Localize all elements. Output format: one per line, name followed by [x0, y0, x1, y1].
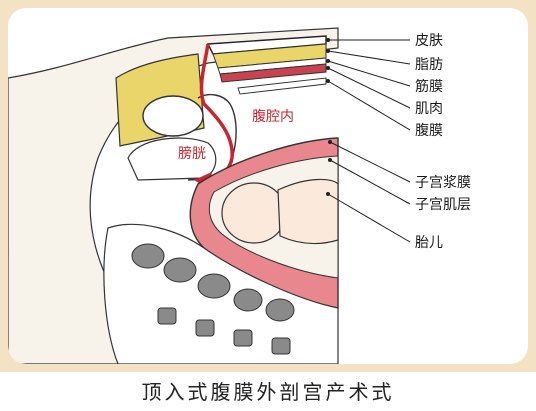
- label-skin: 皮肤: [415, 33, 443, 49]
- diagram-panel: 皮肤 脂肪 筋膜 肌肉 腹膜 子宫浆膜 子宫肌层 胎儿 腹腔内 膀胱: [8, 8, 528, 364]
- diagram-frame: 皮肤 脂肪 筋膜 肌肉 腹膜 子宫浆膜 子宫肌层 胎儿 腹腔内 膀胱: [0, 0, 536, 372]
- label-muscle: 肌肉: [415, 101, 443, 117]
- peritoneum-layer: [237, 77, 327, 95]
- label-fascia: 筋膜: [415, 78, 443, 95]
- bowel-loops: [131, 243, 295, 355]
- fetus-head: [221, 182, 287, 244]
- label-myometrium: 子宫肌层: [415, 197, 471, 213]
- leader-lines: [327, 39, 411, 243]
- anatomy-diagram: 皮肤 脂肪 筋膜 肌肉 腹膜 子宫浆膜 子宫肌层 胎儿 腹腔内 膀胱: [8, 27, 471, 364]
- muscle-layer: [219, 63, 327, 83]
- label-fetus: 胎儿: [415, 235, 443, 251]
- label-peritoneum: 腹膜: [415, 122, 443, 139]
- figure-caption: 顶入式腹膜外剖宫产术式: [141, 380, 395, 404]
- fetus-body: [277, 178, 339, 245]
- label-serosa: 子宫浆膜: [415, 175, 471, 191]
- leader-dots: [326, 38, 332, 196]
- label-abdominal-cavity: 腹腔内: [252, 108, 294, 125]
- bladder-shape: [142, 95, 204, 137]
- label-bladder: 膀胱: [178, 145, 206, 162]
- label-fat: 脂肪: [415, 57, 443, 73]
